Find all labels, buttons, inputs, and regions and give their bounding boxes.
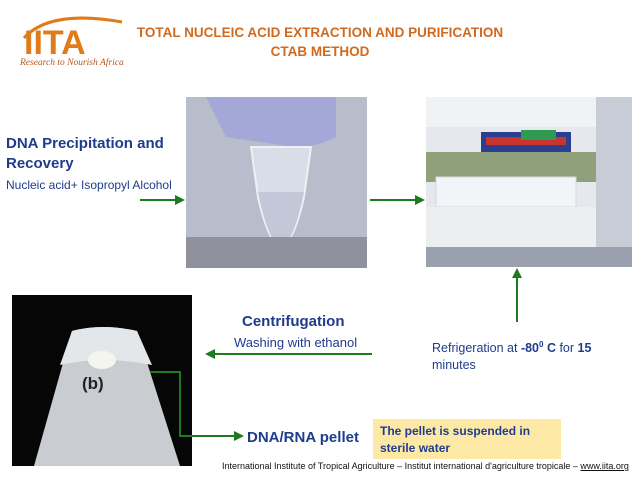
logo-wordmark: IITA — [24, 24, 86, 58]
refrigeration-duration: 15 — [577, 341, 592, 356]
pellet-photo-label: (b) — [82, 374, 104, 393]
slide-subtitle: CTAB METHOD — [270, 44, 370, 59]
precipitation-heading: DNA Precipitation and Recovery — [6, 135, 164, 172]
tube-photo — [186, 97, 367, 268]
precipitation-detail: Nucleic acid+ Isopropyl Alcohol — [6, 178, 172, 192]
pellet-photo: (b) — [12, 295, 192, 466]
refrigeration-text: Refrigeration at -800 C for 15 minutes — [432, 340, 592, 373]
slide-title: TOTAL NUCLEIC ACID EXTRACTION AND PURIFI… — [136, 25, 504, 40]
refrigeration-temperature: -800 C — [520, 340, 556, 356]
footer-link[interactable]: www.iita.org — [580, 461, 629, 471]
arrow-to-pellet — [150, 371, 244, 441]
logo-tagline: Research to Nourish Africa — [20, 58, 124, 68]
centrifugation-detail: Washing with ethanol — [234, 335, 358, 350]
iita-logo-mark: IITA — [22, 16, 123, 58]
pellet-heading: DNA/RNA pellet — [247, 429, 359, 446]
centrifugation-heading: Centrifugation — [242, 313, 345, 330]
pellet-note-box — [373, 419, 561, 459]
pellet-note: The pellet is suspended in sterile water — [380, 424, 531, 455]
freezer-photo — [426, 97, 632, 267]
footer: International Institute of Tropical Agri… — [222, 461, 629, 471]
